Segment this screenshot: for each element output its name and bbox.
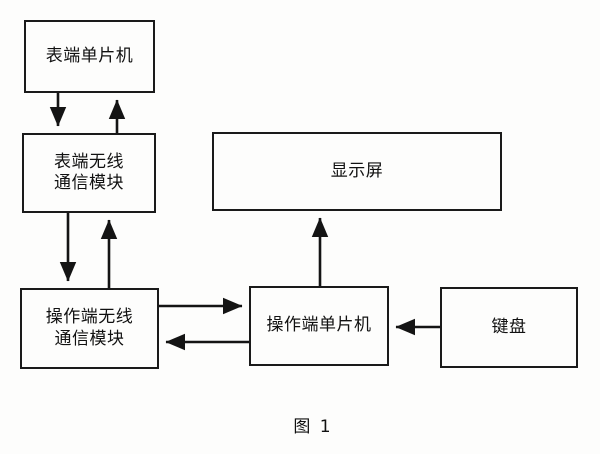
node-meter-wireless-module-label: 表端无线 通信模块 bbox=[54, 151, 124, 193]
node-display-screen[interactable]: 显示屏 bbox=[212, 132, 502, 211]
node-meter-mcu[interactable]: 表端单片机 bbox=[24, 20, 155, 93]
node-keyboard-label: 键盘 bbox=[491, 316, 527, 337]
node-meter-wireless-module[interactable]: 表端无线 通信模块 bbox=[22, 133, 156, 213]
node-operator-mcu[interactable]: 操作端单片机 bbox=[249, 286, 389, 366]
node-display-screen-label: 显示屏 bbox=[330, 160, 384, 181]
node-operator-mcu-label: 操作端单片机 bbox=[266, 315, 372, 336]
node-operator-wireless-module-label: 操作端无线 通信模块 bbox=[45, 307, 134, 349]
node-keyboard[interactable]: 键盘 bbox=[440, 287, 578, 368]
node-meter-mcu-label: 表端单片机 bbox=[45, 45, 134, 66]
figure-caption: 图 1 bbox=[293, 417, 333, 437]
node-operator-wireless-module[interactable]: 操作端无线 通信模块 bbox=[20, 288, 159, 369]
